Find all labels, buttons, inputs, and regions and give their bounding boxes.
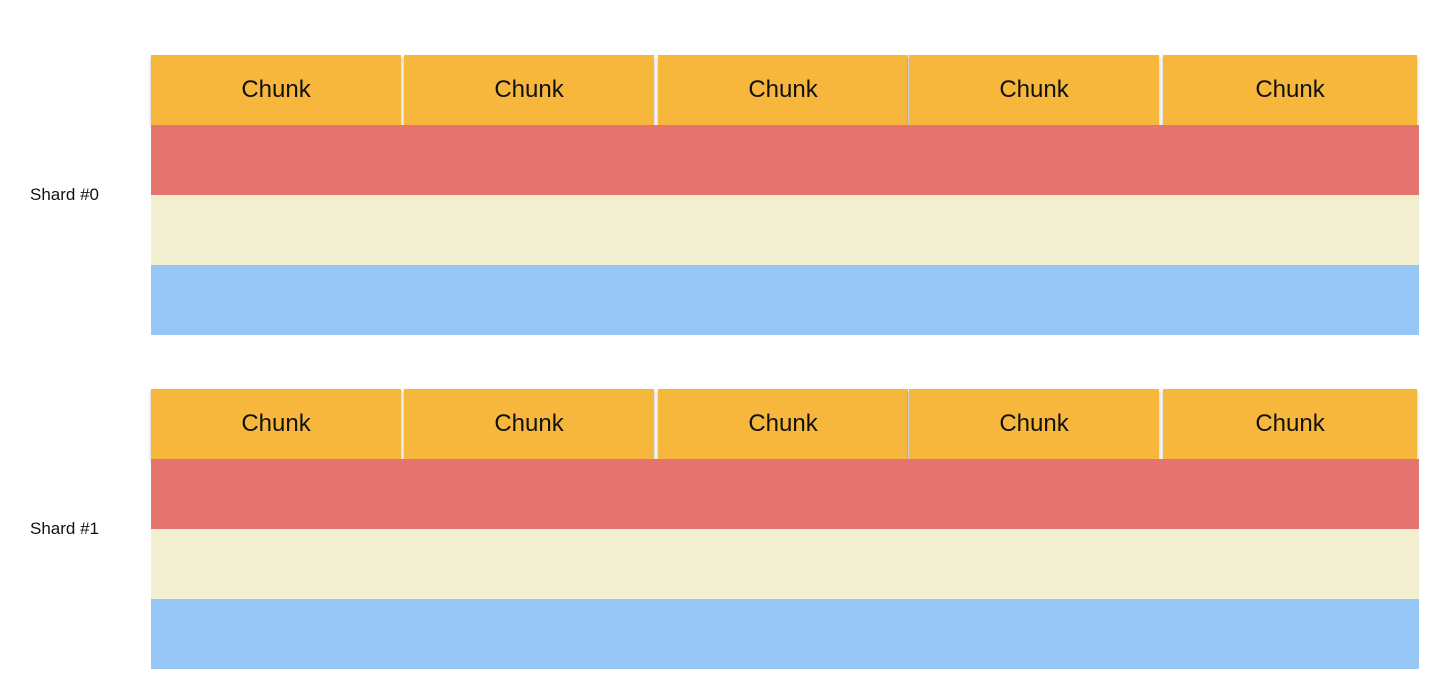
chunk: Chunk: [404, 389, 654, 459]
shard-0-blue-band: [151, 265, 1419, 335]
shard-0-cream-band: [151, 195, 1419, 265]
chunk: Chunk: [151, 55, 401, 125]
chunk: Chunk: [658, 389, 908, 459]
shard-0-red-band: [151, 125, 1419, 195]
chunk: Chunk: [404, 55, 654, 125]
shard-1: Chunk Chunk Chunk Chunk Chunk: [151, 389, 1419, 669]
shard-1-label: Shard #1: [30, 519, 99, 538]
shard-0: Chunk Chunk Chunk Chunk Chunk: [151, 55, 1419, 335]
chunk: Chunk: [151, 389, 401, 459]
chunk: Chunk: [1163, 55, 1417, 125]
chunk: Chunk: [1163, 389, 1417, 459]
chunk: Chunk: [909, 55, 1159, 125]
chunk: Chunk: [658, 55, 908, 125]
shard-1-red-band: [151, 459, 1419, 529]
shard-1-blue-band: [151, 599, 1419, 669]
shard-0-chunk-row: Chunk Chunk Chunk Chunk Chunk: [151, 55, 1419, 125]
shard-1-chunk-row: Chunk Chunk Chunk Chunk Chunk: [151, 389, 1419, 459]
shard-0-label: Shard #0: [30, 185, 99, 204]
chunk: Chunk: [909, 389, 1159, 459]
shard-1-cream-band: [151, 529, 1419, 599]
